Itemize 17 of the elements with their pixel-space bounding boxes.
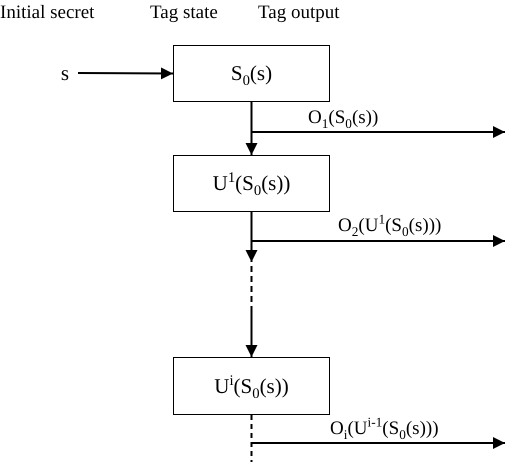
state-text: U$^{1}$(S$_{0}$(s)) (212, 171, 290, 196)
arrow (78, 67, 173, 80)
state-text: U$^{i}$(S$_{0}$(s)) (214, 374, 289, 398)
edge-label: O$_{2}$(U$^{1}$(S$_{0}$(s))) (338, 216, 442, 235)
edge-label: O$_{i}$(U$^{i-1}$(S$_{0}$(s))) (330, 419, 439, 438)
arrow (250, 212, 505, 247)
input-label: s (52, 60, 78, 86)
state-text: S$_{0}$(s) (230, 61, 272, 86)
state-box (173, 45, 330, 102)
arrow (250, 415, 505, 449)
state-box (173, 357, 330, 415)
column-heading: Initial secret (0, 3, 94, 22)
column-heading: Tag state (150, 3, 218, 22)
column-heading: Tag output (258, 3, 340, 22)
state-box (173, 155, 330, 212)
edge-label: O$_{1}$(S$_{0}$(s)) (308, 108, 378, 127)
arrow (250, 102, 505, 138)
